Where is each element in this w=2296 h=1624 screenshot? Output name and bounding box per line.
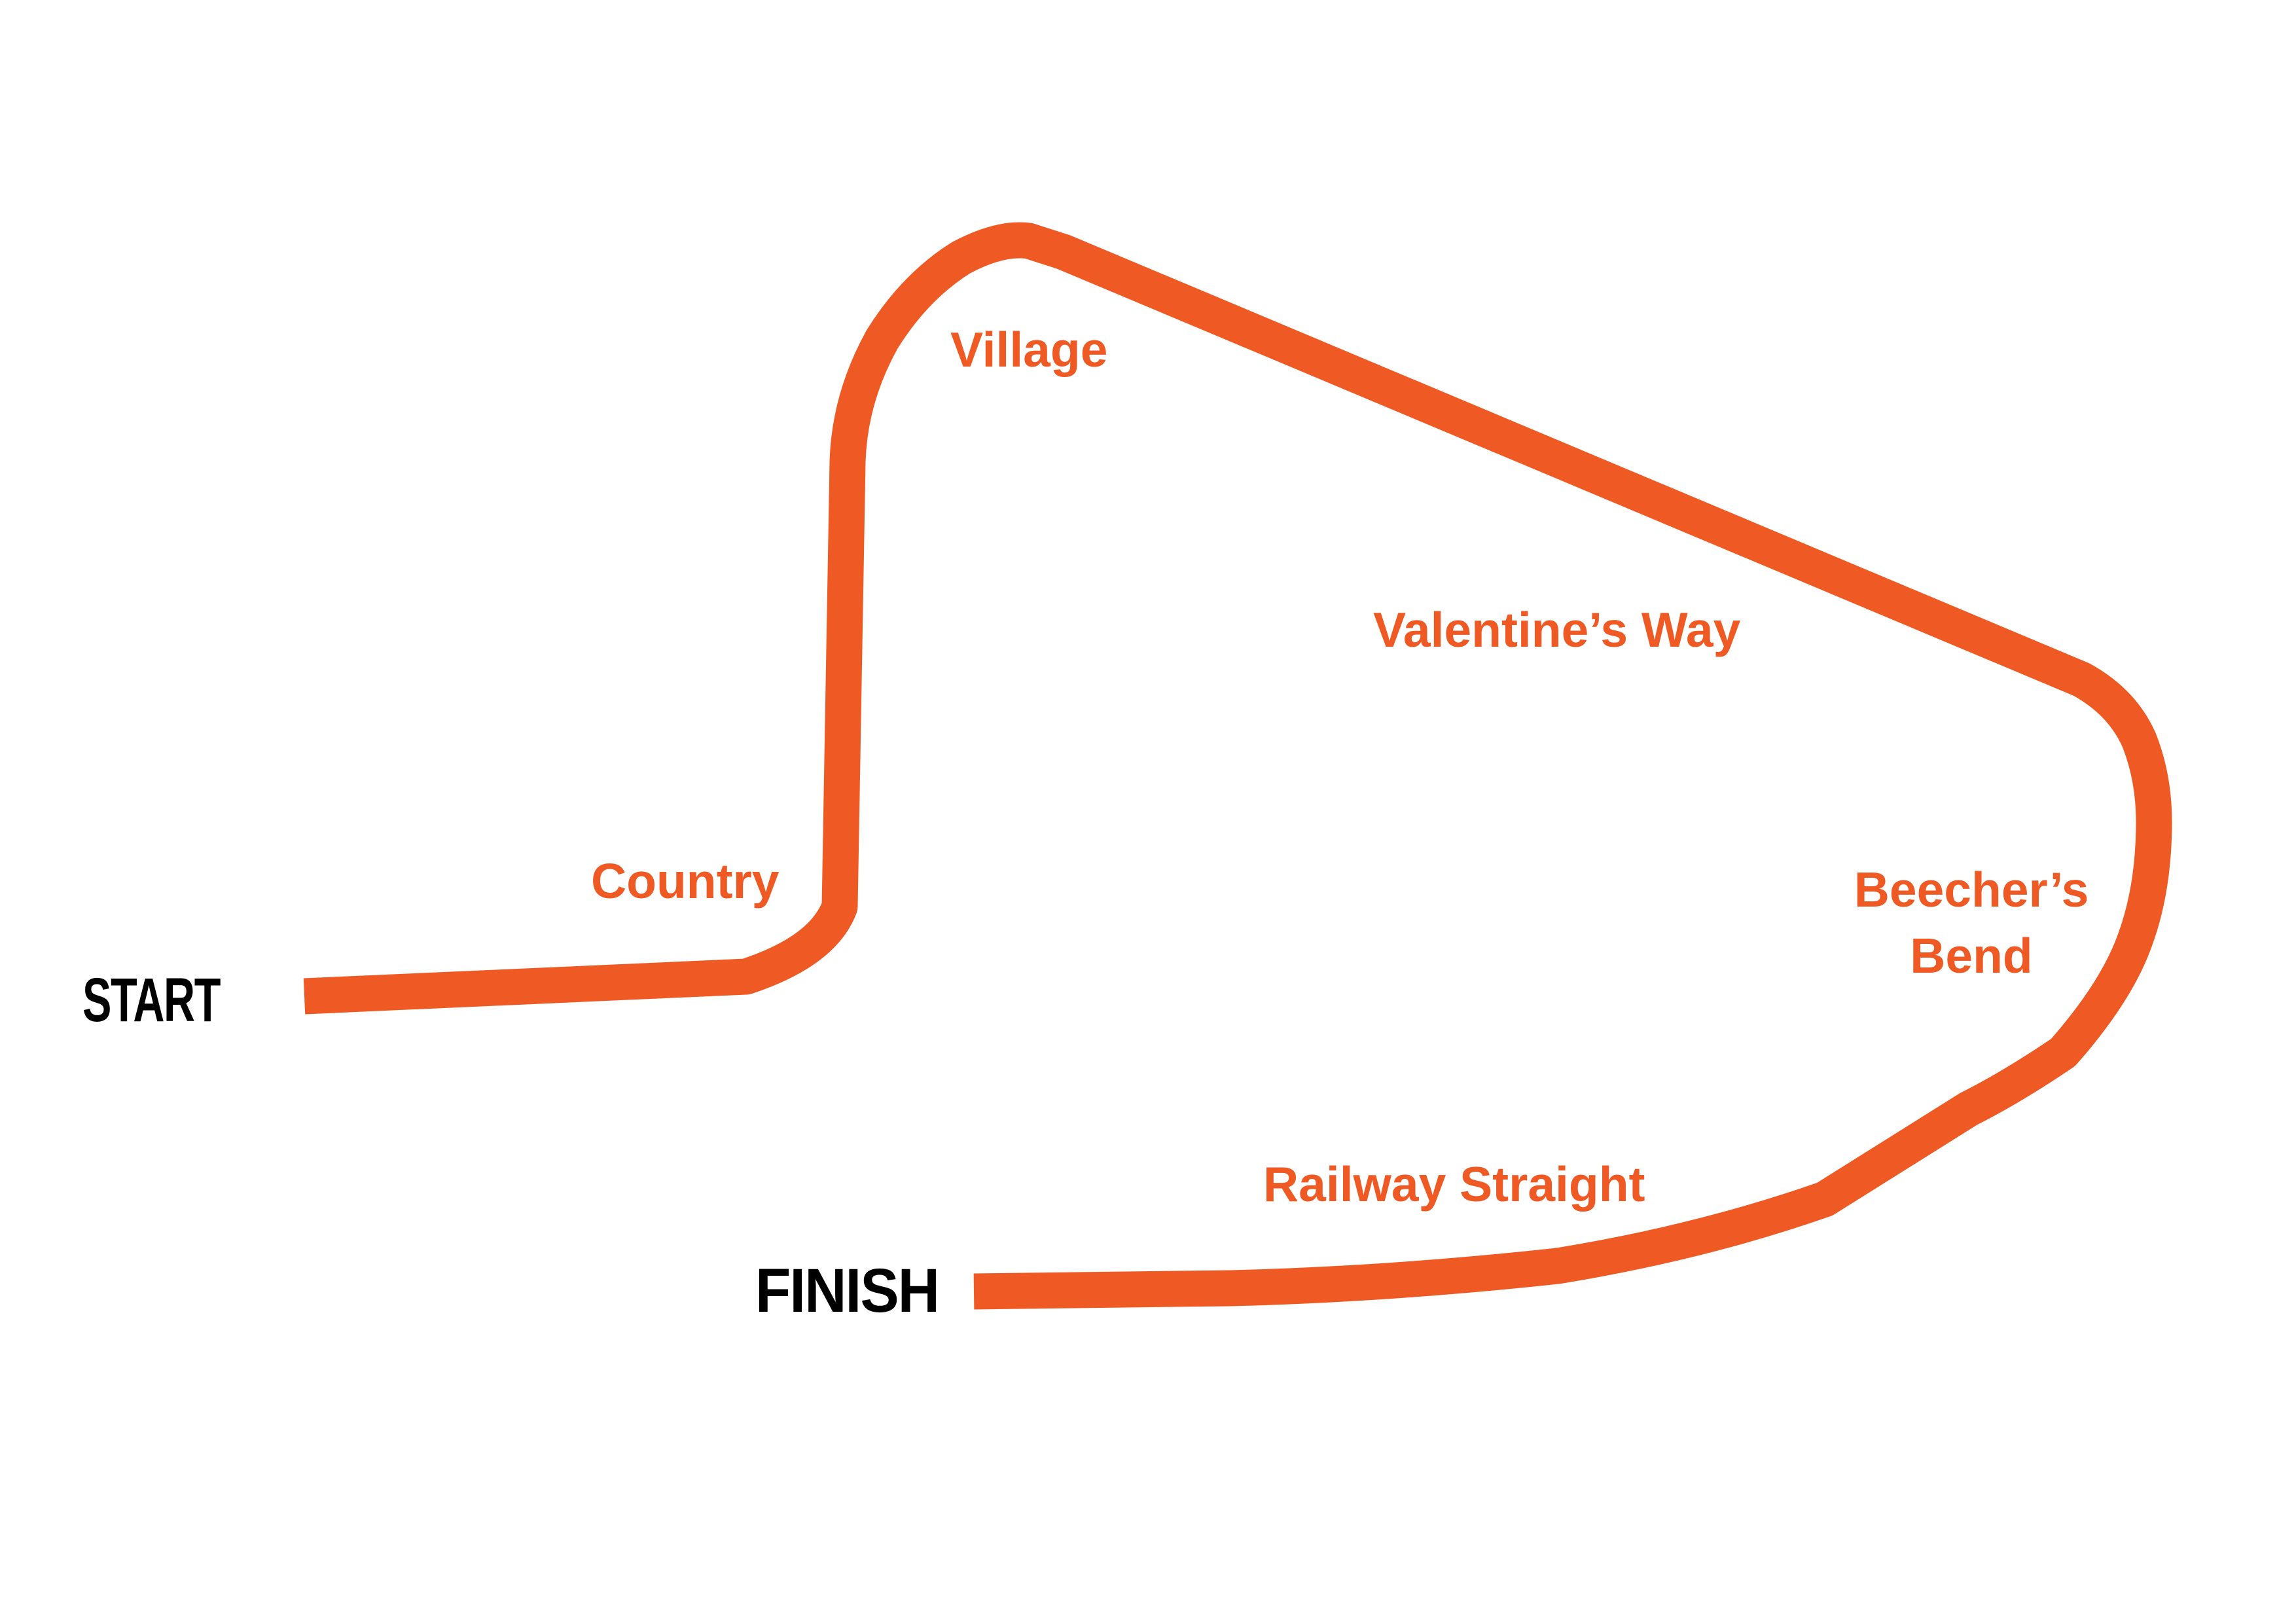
- corner-label-beechers-bend-line2: Bend: [1910, 928, 2033, 983]
- corner-label-railway-straight: Railway Straight: [1263, 1157, 1645, 1212]
- start-label: START: [82, 965, 221, 1035]
- finish-label: FINISH: [755, 1256, 939, 1326]
- track-path: [303, 222, 2172, 1310]
- corner-label-village: Village: [950, 322, 1107, 377]
- corner-label-beechers-bend-line1: Beecher’s: [1854, 862, 2089, 917]
- corner-label-country: Country: [591, 854, 780, 909]
- corner-label-valentines-way: Valentine’s Way: [1373, 602, 1741, 657]
